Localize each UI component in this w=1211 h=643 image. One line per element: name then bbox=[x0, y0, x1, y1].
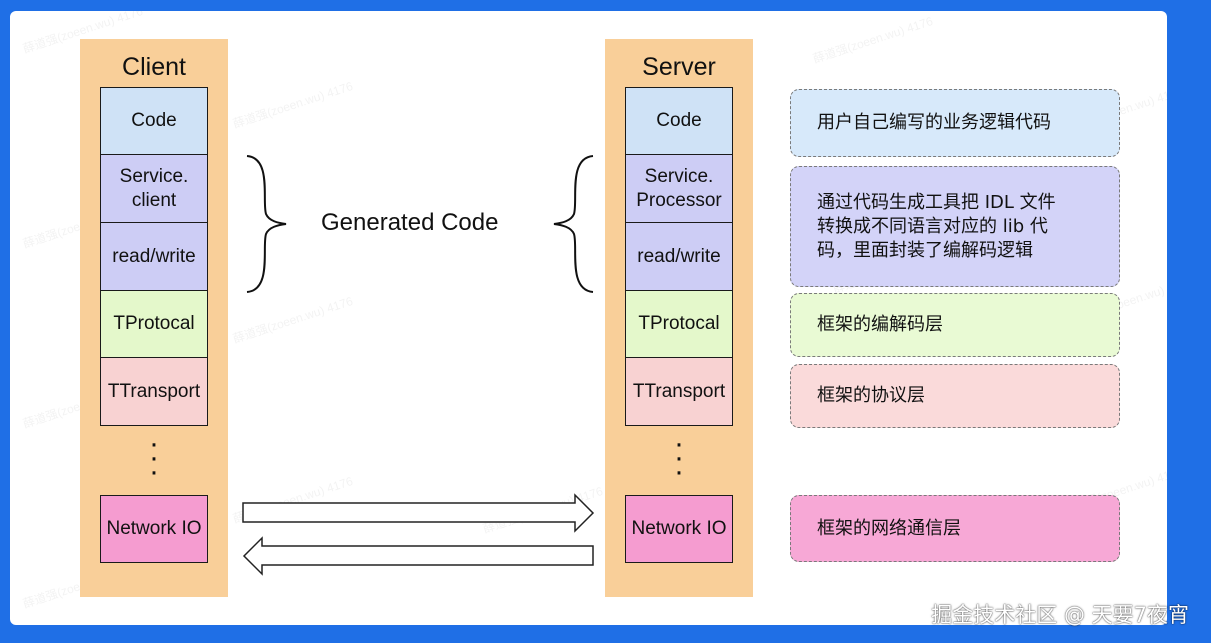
server-layer-read-write: read/write bbox=[625, 223, 733, 291]
description-box-5: 框架的网络通信层 bbox=[790, 495, 1120, 562]
left-brace bbox=[246, 155, 287, 293]
footer-credit: 掘金技术社区 @ 天要7夜宵 bbox=[931, 603, 1189, 627]
description-box-1: 用户自己编写的业务逻辑代码 bbox=[790, 89, 1120, 157]
request-arrow bbox=[242, 493, 595, 533]
generated-code-label: Generated Code bbox=[321, 209, 499, 236]
server-layer-network-io: Network IO bbox=[625, 495, 733, 563]
server-layer-service-processor: Service. Processor bbox=[625, 155, 733, 223]
client-layer-network-io: Network IO bbox=[100, 495, 208, 563]
description-box-3: 框架的编解码层 bbox=[790, 293, 1120, 357]
server-layer-code: Code bbox=[625, 87, 733, 155]
client-layer-read-write: read/write bbox=[100, 223, 208, 291]
server-layer-ttransport: TTransport bbox=[625, 358, 733, 426]
client-layer-ttransport: TTransport bbox=[100, 358, 208, 426]
description-box-2: 通过代码生成工具把 IDL 文件 转换成不同语言对应的 lib 代 码，里面封装… bbox=[790, 166, 1120, 287]
right-brace bbox=[553, 155, 594, 293]
server-title: Server bbox=[642, 53, 716, 81]
response-arrow bbox=[242, 536, 594, 576]
server-layer-tprotocal: TProtocal bbox=[625, 291, 733, 358]
description-box-4: 框架的协议层 bbox=[790, 364, 1120, 428]
client-layer-tprotocal: TProtocal bbox=[100, 291, 208, 358]
client-layer-code: Code bbox=[100, 87, 208, 155]
connectors bbox=[242, 155, 595, 576]
client-layer-service-client: Service. client bbox=[100, 155, 208, 223]
client-title: Client bbox=[122, 53, 186, 81]
client-ellipsis: ··· bbox=[149, 427, 159, 488]
server-ellipsis: ··· bbox=[674, 427, 684, 488]
